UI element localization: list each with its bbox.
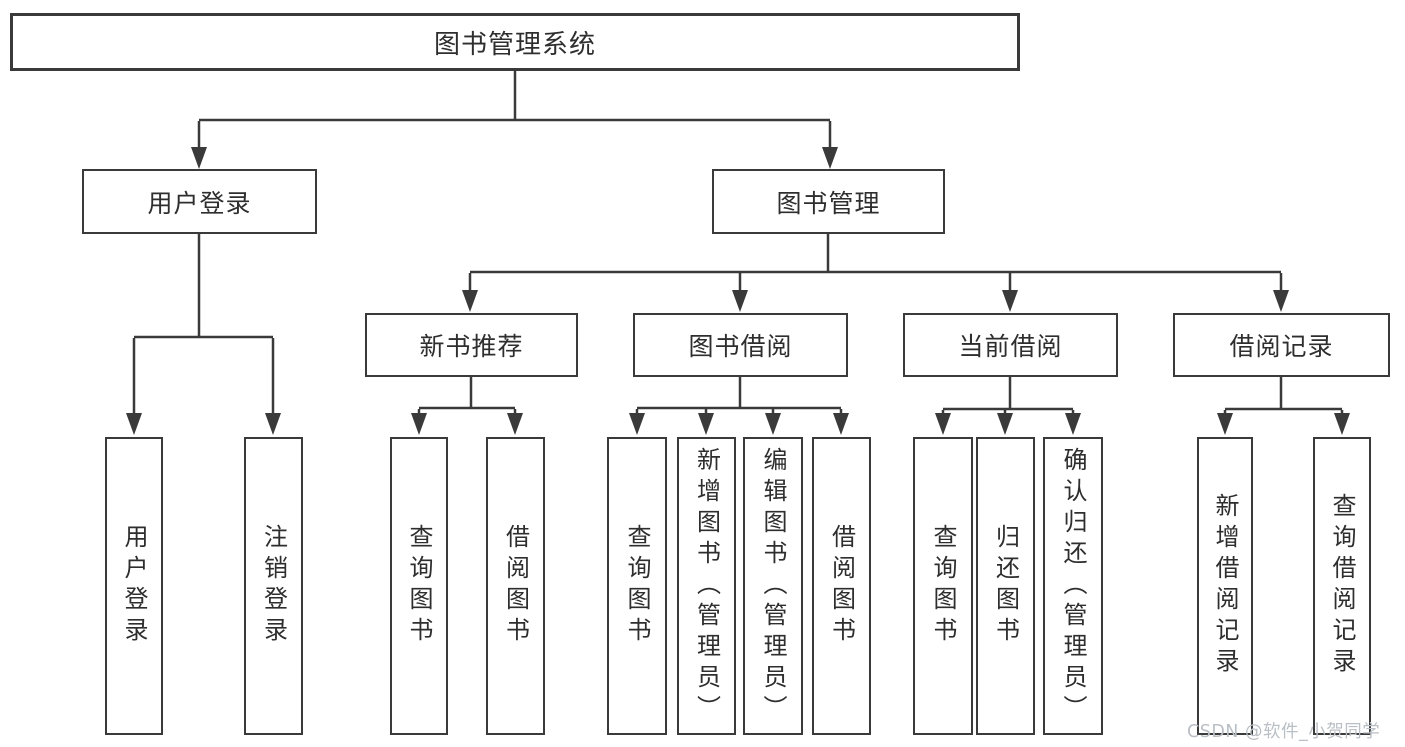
node-leaf-borrow-books-rec: 借阅图书: [486, 437, 545, 735]
node-leaf-logout: 注销登录: [244, 437, 303, 735]
node-leaf-query-borrow-record: 查询借阅记录: [1313, 437, 1371, 735]
node-leaf-edit-book-admin: 编辑图书（管理员）: [743, 437, 803, 735]
connector-user-login-branch: [132, 234, 275, 414]
csdn-watermark: CSDN @软件_小贺同学: [1187, 722, 1381, 742]
node-leaf-add-borrow-record: 新增借阅记录: [1197, 437, 1253, 735]
node-book-borrowing: 图书借阅: [633, 313, 848, 377]
connector-current-branch: [941, 377, 1075, 413]
node-new-book-recommend: 新书推荐: [365, 313, 578, 377]
node-leaf-add-book-admin: 新增图书（管理员）: [677, 437, 736, 735]
connector-records-branch: [1223, 377, 1344, 413]
node-leaf-borrow-books: 借阅图书: [812, 437, 871, 735]
connector-root-to-level2: [197, 71, 832, 148]
node-leaf-query-books-borrowing: 查询图书: [607, 437, 667, 735]
node-leaf-return-book: 归还图书: [976, 437, 1035, 735]
node-borrow-records: 借阅记录: [1173, 313, 1390, 377]
node-current-borrowing: 当前借阅: [903, 313, 1118, 377]
node-leaf-user-login: 用户登录: [105, 437, 163, 735]
node-leaf-confirm-return-admin: 确认归还（管理员）: [1043, 437, 1103, 735]
node-user-login-module: 用户登录: [82, 169, 317, 234]
node-leaf-query-books-rec: 查询图书: [390, 437, 448, 735]
node-leaf-query-books-current: 查询图书: [913, 437, 973, 735]
connector-new-rec-branch: [417, 377, 517, 413]
connector-book-mgmt-branch: [468, 234, 1283, 291]
connector-borrowing-branch: [635, 377, 843, 413]
node-book-management-module: 图书管理: [712, 169, 945, 234]
node-system-root: 图书管理系统: [10, 13, 1020, 71]
